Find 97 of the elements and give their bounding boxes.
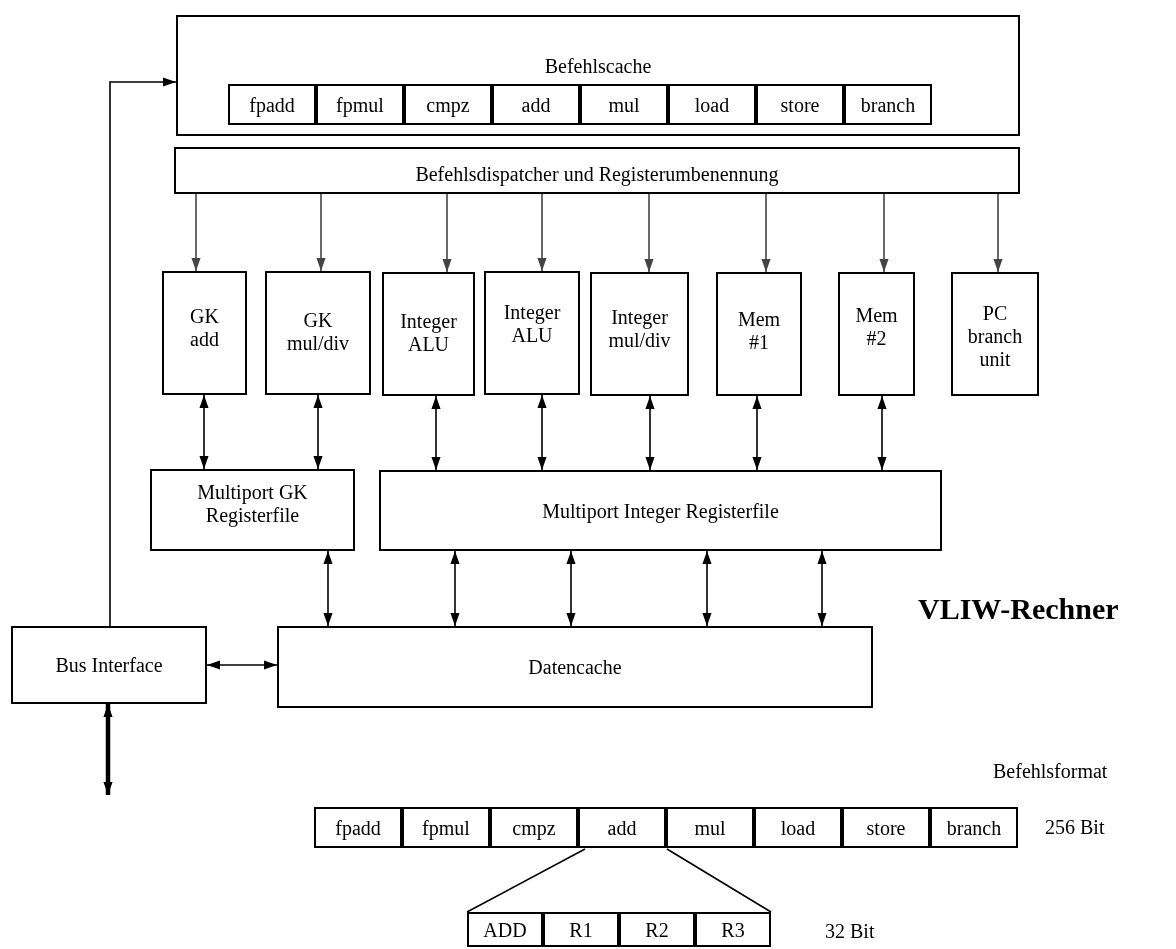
field-cell: [404, 84, 492, 125]
cache-box: [176, 15, 1020, 136]
field-cell: [314, 807, 402, 848]
arrow: [442, 193, 452, 273]
box-label: load: [693, 93, 731, 116]
box-label: fpadd: [334, 816, 382, 839]
box-label: cmpz: [425, 93, 471, 116]
unit-box: [382, 272, 475, 396]
unit-box: [590, 272, 689, 396]
box-label: branch: [945, 816, 1003, 839]
box-label: fpadd: [248, 93, 296, 116]
field-cell: [228, 84, 316, 125]
bit-width-label: 256 Bit: [1045, 816, 1105, 839]
arrow: [566, 550, 576, 627]
box-label: Bus Interface: [54, 653, 164, 677]
arrow: [323, 550, 333, 627]
box-label: fpmul: [335, 93, 385, 116]
arrow: [537, 394, 547, 471]
arrow: [702, 550, 712, 627]
arrow: [191, 193, 201, 272]
arrow: [537, 193, 547, 272]
unit-box: [716, 272, 802, 396]
field-cell: [543, 912, 619, 947]
format-heading: Befehlsformat: [993, 760, 1108, 783]
interface-box: [11, 626, 207, 704]
box-label: Mem #2: [854, 304, 899, 350]
arrow: [206, 660, 278, 670]
field-cell: [619, 912, 695, 947]
arrow: [877, 395, 887, 471]
box-label: cmpz: [511, 816, 557, 839]
box-label: fpmul: [421, 816, 471, 839]
arrow: [645, 395, 655, 471]
box-label: Datencache: [527, 655, 623, 679]
field-cell: [695, 912, 771, 947]
arrow: [313, 394, 323, 470]
arrow: [993, 193, 1003, 273]
field-cell: [754, 807, 842, 848]
connector-line: [466, 848, 586, 913]
unit-box: [162, 271, 247, 395]
dispatcher-box: [174, 147, 1020, 194]
box-label: mul: [607, 93, 641, 116]
unit-box: [484, 271, 580, 395]
arrow: [199, 394, 209, 470]
diagram-title: VLIW-Rechner: [918, 592, 1119, 626]
unit-box: [838, 272, 915, 396]
box-label: Integer ALU: [399, 310, 458, 356]
box-label: ADD: [482, 918, 528, 941]
box-label: PC branch unit: [966, 302, 1024, 371]
field-cell: [842, 807, 930, 848]
cache-box: [277, 626, 873, 708]
field-cell: [580, 84, 668, 125]
arrow: [879, 193, 889, 273]
field-cell: [402, 807, 490, 848]
box-label: Multiport GK Registerfile: [196, 481, 309, 527]
arrow: [761, 193, 771, 273]
arrow: [431, 395, 441, 471]
box-label: add: [520, 93, 552, 116]
box-label: add: [606, 816, 638, 839]
arrow: [817, 550, 827, 627]
arrow: [450, 550, 460, 627]
field-cell: [316, 84, 404, 125]
box-label: Mem #1: [736, 308, 782, 354]
bit-width-label: 32 Bit: [825, 920, 875, 943]
box-label: branch: [859, 93, 917, 116]
register-file-box: [150, 469, 355, 551]
arrow: [109, 77, 177, 627]
arrow: [752, 395, 762, 471]
box-label: mul: [693, 816, 727, 839]
field-cell: [930, 807, 1018, 848]
field-cell: [492, 84, 580, 125]
field-cell: [666, 807, 754, 848]
arrow: [316, 193, 326, 272]
box-label: R1: [568, 918, 594, 941]
unit-box: [951, 272, 1039, 396]
box-label: store: [865, 816, 907, 839]
box-label: GK add: [189, 305, 220, 351]
field-cell: [467, 912, 543, 947]
box-label: GK mul/div: [285, 309, 351, 355]
box-label: Multiport Integer Registerfile: [541, 499, 780, 522]
box-label: Befehlscache: [543, 55, 653, 78]
arrow: [644, 193, 654, 273]
box-label: R3: [720, 918, 746, 941]
box-label: Befehlsdispatcher und Registerumbenennung: [414, 163, 780, 186]
field-cell: [668, 84, 756, 125]
box-label: Integer mul/div: [607, 306, 672, 352]
field-cell: [490, 807, 578, 848]
box-label: Integer ALU: [502, 301, 562, 347]
connector-line: [666, 848, 772, 913]
box-label: store: [779, 93, 821, 116]
field-cell: [844, 84, 932, 125]
field-cell: [578, 807, 666, 848]
unit-box: [265, 271, 371, 395]
box-label: R2: [644, 918, 670, 941]
field-cell: [756, 84, 844, 125]
register-file-box: [379, 470, 942, 551]
box-label: load: [779, 816, 817, 839]
arrow: [103, 704, 113, 795]
